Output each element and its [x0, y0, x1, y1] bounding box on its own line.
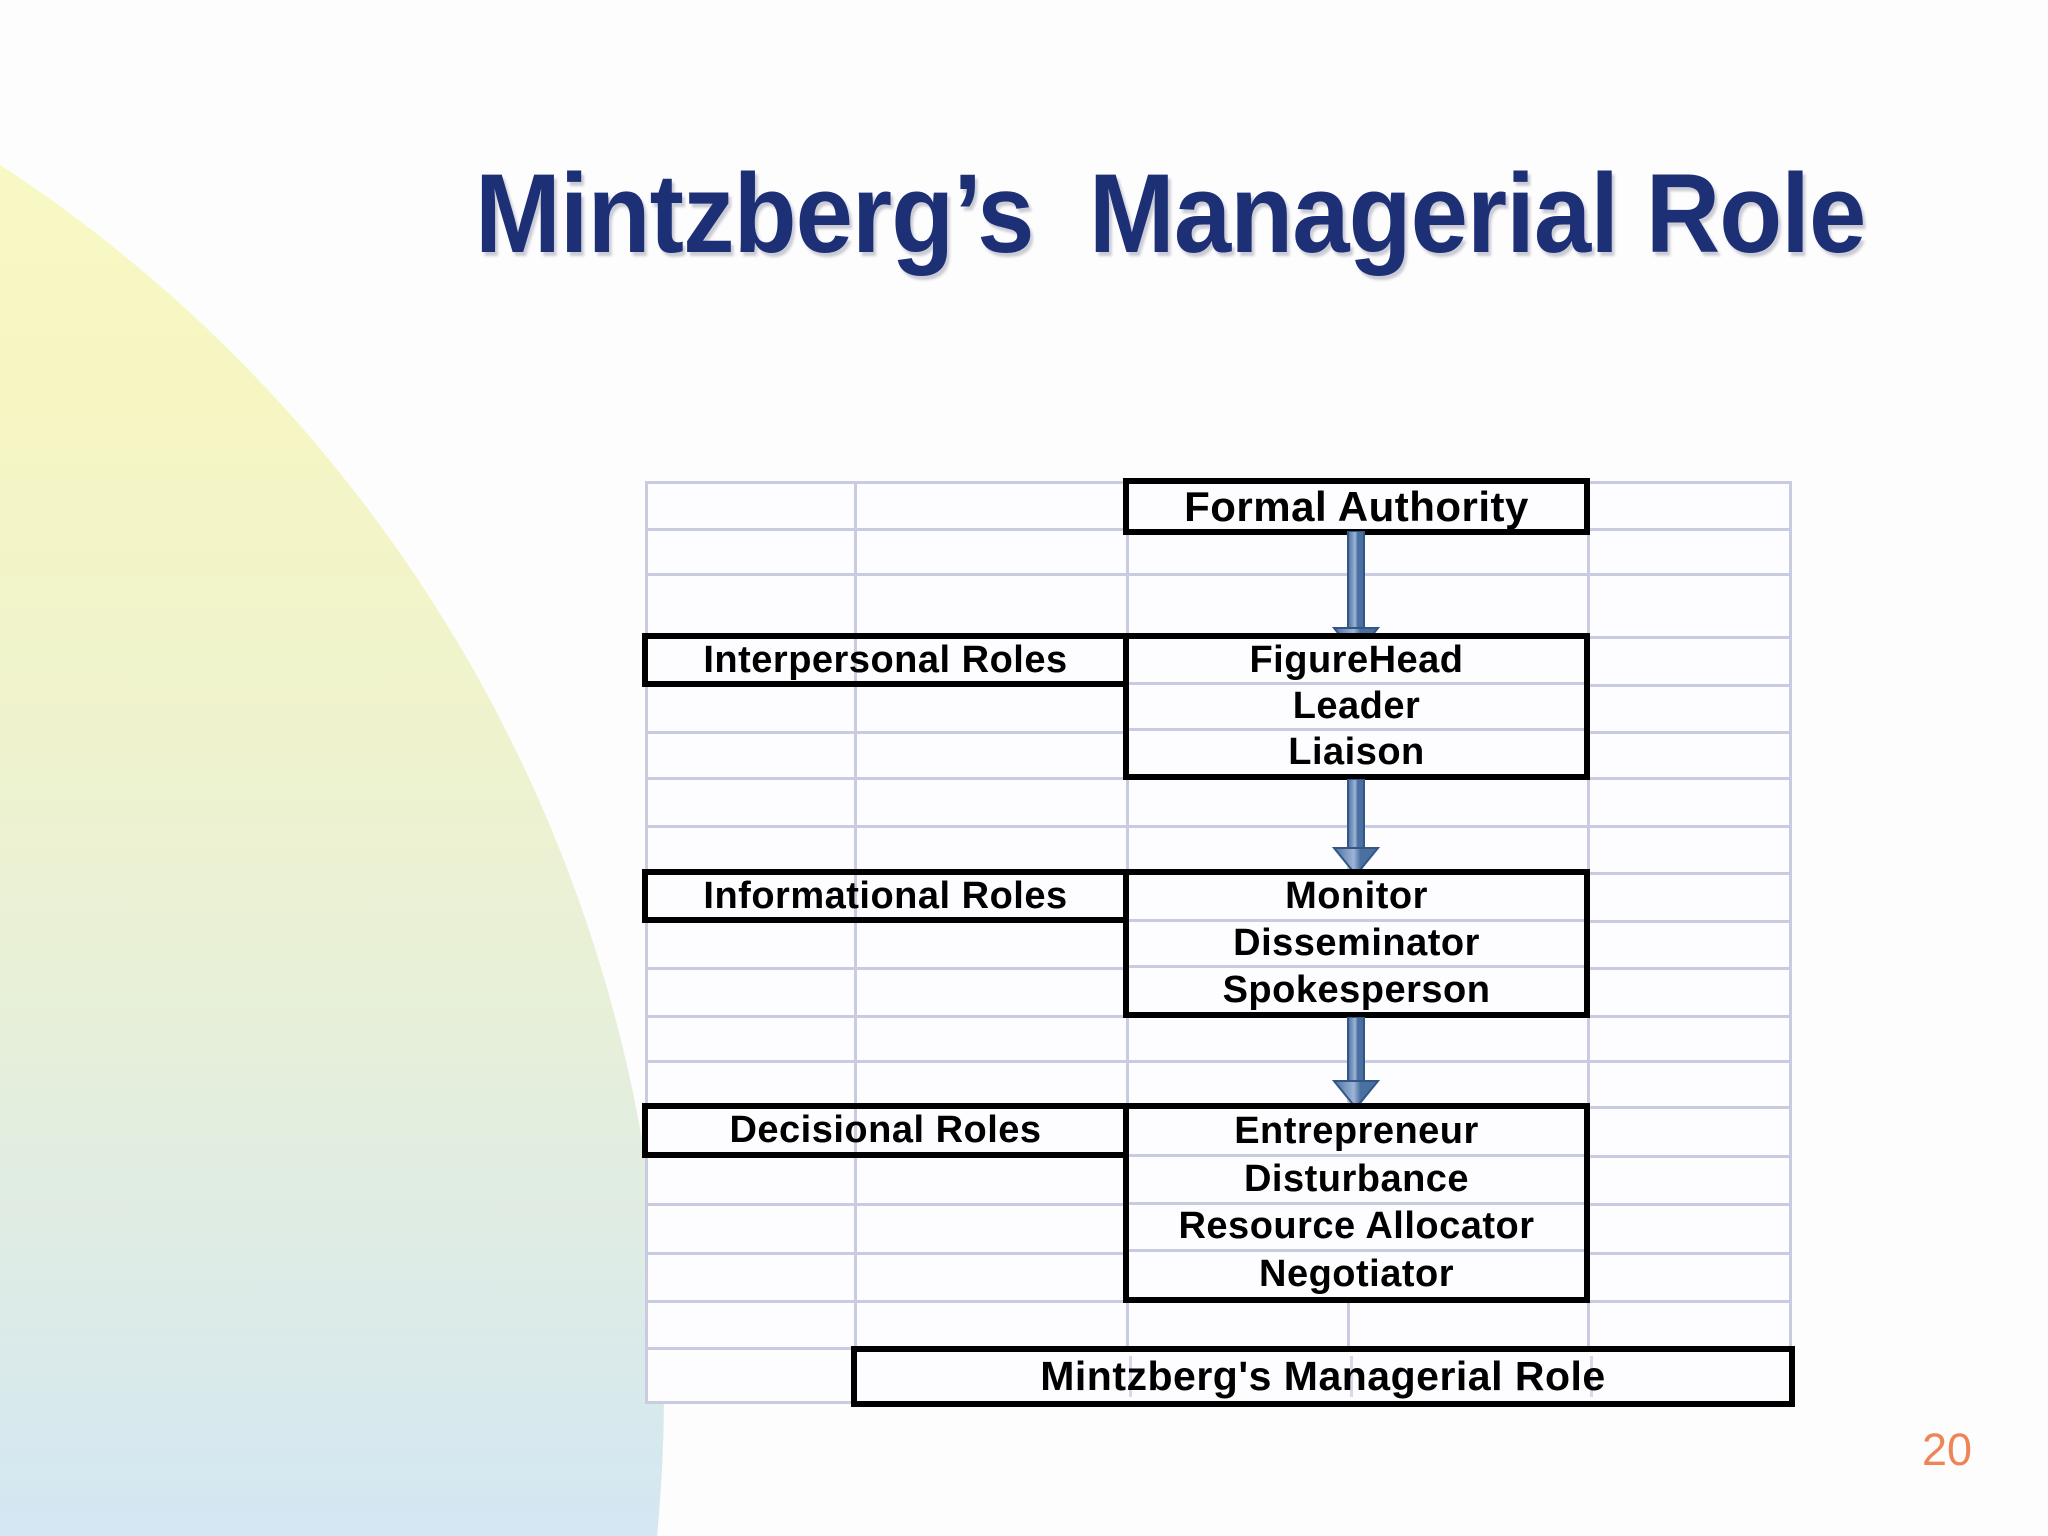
role-item: Entrepreneur	[1234, 1109, 1479, 1152]
formal-authority-box: Formal Authority	[1123, 478, 1590, 535]
decisional-roles-box: Decisional Roles	[642, 1103, 1129, 1158]
role-item: Disturbance	[1129, 1153, 1584, 1202]
formal-authority-label: Formal Authority	[1184, 482, 1529, 530]
grid-line	[1350, 1356, 1353, 1397]
informational-roles-label: Informational Roles	[703, 874, 1068, 917]
role-item: Spokesperson	[1129, 965, 1584, 1012]
informational-roles-box: Informational Roles	[642, 869, 1129, 923]
role-item: Liaison	[1129, 728, 1584, 774]
grid-line	[645, 1060, 1792, 1063]
page-number: 20	[1922, 1424, 1973, 1475]
role-item: Leader	[1129, 682, 1584, 728]
grid-line	[854, 481, 857, 1404]
interpersonal-roles-label: Interpersonal Roles	[703, 638, 1068, 681]
role-item: Negotiator	[1129, 1249, 1584, 1297]
interpersonal-roles-list-box: FigureHead Leader Liaison	[1123, 633, 1590, 780]
decisional-roles-label: Decisional Roles	[729, 1109, 1042, 1151]
role-item: FigureHead	[1249, 639, 1464, 681]
decisional-roles-list-box: Entrepreneur Disturbance Resource Alloca…	[1123, 1103, 1590, 1303]
grid-line	[645, 481, 648, 1404]
grid-line	[645, 573, 1792, 576]
down-arrow-icon	[1332, 1017, 1380, 1109]
role-item: Disseminator	[1129, 918, 1584, 966]
slide-title: Mintzberg’s Managerial Role	[475, 151, 1866, 276]
caption-label: Mintzberg's Managerial Role	[1040, 1353, 1606, 1399]
down-arrow-icon	[1332, 779, 1380, 876]
caption-box: Mintzberg's Managerial Role	[851, 1346, 1795, 1407]
grid-line	[1590, 1356, 1593, 1397]
grid-line	[645, 825, 1792, 828]
role-item: Monitor	[1285, 875, 1428, 918]
role-item: Resource Allocator	[1129, 1201, 1584, 1250]
informational-roles-list-box: Monitor Disseminator Spokesperson	[1123, 869, 1590, 1018]
grid-line	[1789, 481, 1792, 1404]
grid-line	[1129, 1356, 1132, 1397]
interpersonal-roles-box: Interpersonal Roles	[642, 633, 1129, 687]
